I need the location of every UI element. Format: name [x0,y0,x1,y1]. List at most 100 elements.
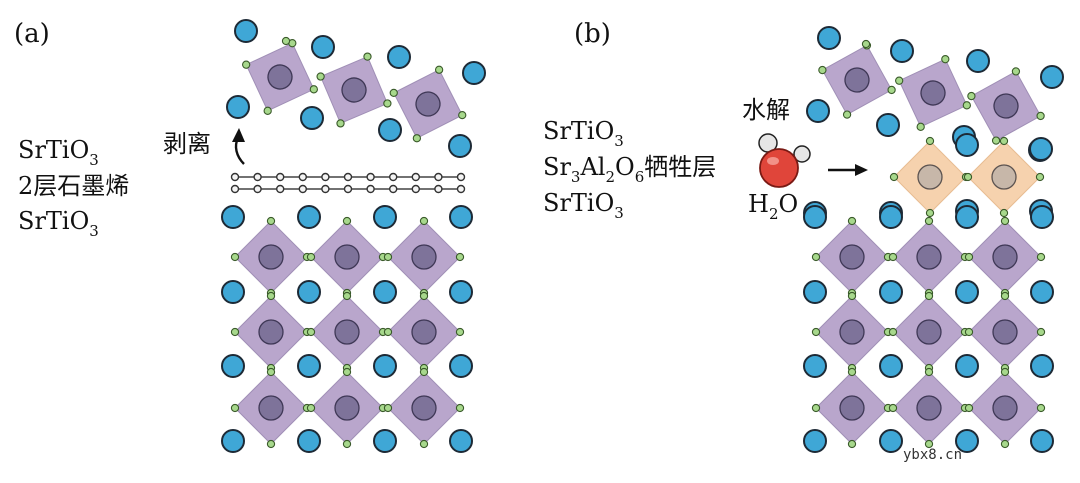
o-atom [888,252,898,262]
o-atom [412,134,422,143]
sr-atom [806,99,830,123]
o-atom [455,252,465,262]
sr-atom [387,45,411,69]
octahedron [815,295,889,369]
o-atom [811,327,821,337]
sr-atom [300,106,324,130]
ti-atom [839,244,865,270]
sr-atom [311,35,335,59]
o-atom [925,136,935,146]
o-atom [1036,111,1045,121]
o-atom [847,216,857,226]
sr-atom [449,354,473,378]
sr-atom [373,354,397,378]
sr-atom [462,61,486,85]
octahedron [892,295,966,369]
panel-b-srtio3-top-label: SrTiO3 [543,117,624,150]
o-atom [306,403,316,413]
sr-atom [221,429,245,453]
ti-atom [916,395,942,421]
o-atom [887,85,896,95]
sr-atom [876,113,900,137]
o-atom [266,216,276,226]
o-atom [281,36,291,46]
panel-b-label: (b) [574,19,611,49]
ti-atom [258,395,284,421]
octahedron [234,295,308,369]
o-atom [811,403,821,413]
c-atom [298,172,307,182]
sr-atom [955,429,979,453]
o-atom [458,110,467,120]
octahedron [234,371,308,445]
panel-b-water-label: H2O [748,190,798,223]
sr-atom [803,354,827,378]
o-atom [306,252,316,262]
panel-b-sacrificial-label: Sr3Al2O6牺牲层 [543,153,716,186]
c-atom [434,172,443,182]
ti-atom [839,395,865,421]
octahedron [234,220,308,294]
o-atom [383,403,393,413]
c-atom [230,172,240,182]
o-atom [1000,291,1010,301]
octahedron [968,220,1042,294]
ti-atom [920,80,946,106]
c-atom [343,184,353,194]
ti-atom [334,244,360,270]
sr-atom [226,95,250,119]
panel-b-bottom-lattice [803,205,1054,453]
ti-atom [844,67,870,93]
sr-atom [373,429,397,453]
hydrolysis-arrowhead-icon [855,164,868,176]
o-atom [455,327,465,337]
o-atom [419,216,429,226]
sr-atom [378,118,402,142]
c-atom [366,172,375,182]
c-atom [298,184,307,194]
octahedron [387,295,461,369]
o-atom [316,72,325,81]
c-atom [321,184,330,194]
water-molecule-icon [758,133,811,188]
sr-atom [1030,280,1054,304]
o-atom [383,252,393,262]
o-atom [962,101,971,110]
ti-atom [411,319,437,345]
panel-b-sacrificial-layer [803,133,1053,225]
sr-atom [803,205,827,229]
c-atom [411,172,420,182]
o-atom [230,327,240,337]
o-atom [924,439,934,449]
sr-atom [803,429,827,453]
sr-atom [879,280,903,304]
o-atom [342,439,352,449]
c-atom [389,184,398,194]
sr-atom [1030,354,1054,378]
o-atom [309,85,318,94]
sr-atom [449,280,473,304]
o-atom [924,367,934,377]
ti-atom [258,319,284,345]
o-atom [419,291,429,301]
ti-atom [415,91,441,117]
o-atom [1000,439,1010,449]
sr-atom [955,354,979,378]
water-oxygen-highlight [767,157,779,165]
ti-atom [992,319,1018,345]
ti-atom [839,319,865,345]
sr-atom [1030,429,1054,453]
o-atom [1011,67,1021,76]
o-atom [895,76,904,85]
o-atom [818,65,827,75]
o-atom [419,367,429,377]
o-atom [419,439,429,449]
o-atom [1000,216,1010,226]
panel-b-top-lattice [806,26,1064,162]
panel-b-srtio3-bottom-label: SrTiO3 [543,189,624,222]
octahedron [387,371,461,445]
ti-atom [258,244,284,270]
o-atom [383,327,393,337]
c-atom [389,172,398,182]
